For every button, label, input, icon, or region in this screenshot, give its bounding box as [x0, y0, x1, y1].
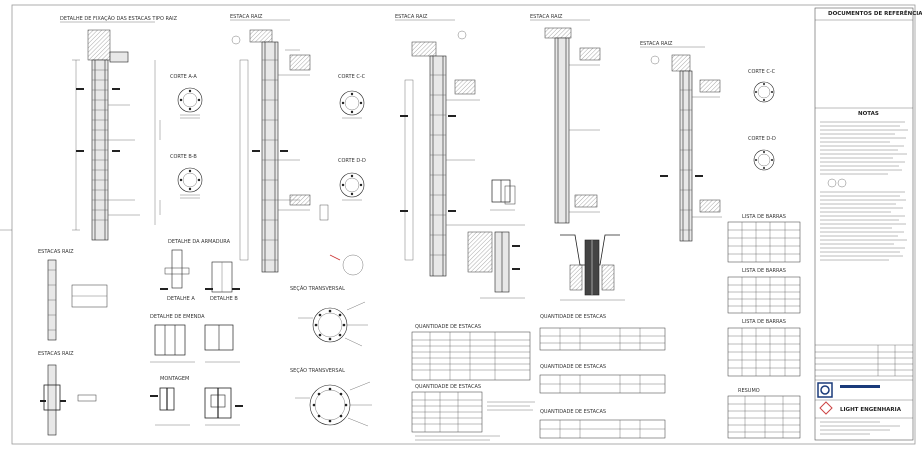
sec-transversal-title-2: SEÇÃO TRANSVERSAL — [290, 367, 345, 374]
det-emenda-title: DETALHE DE EMENDA — [150, 314, 205, 320]
detalhe-b-title: DETALHE B — [210, 296, 238, 302]
table-5: QUANTIDADE DE ESTACAS — [539, 409, 666, 439]
title-block: DOCUMENTOS DE REFERÊNCIA NOTAS — [814, 7, 922, 441]
detail-corte-e — [490, 179, 516, 211]
table-3: QUANTIDADE DE ESTACAS — [539, 314, 666, 351]
detail-cinta — [467, 224, 525, 299]
table-4-title: QUANTIDADE DE ESTACAS — [540, 364, 606, 370]
ref-docs-title: DOCUMENTOS DE REFERÊNCIA — [828, 9, 922, 17]
notes-title: NOTAS — [858, 111, 879, 117]
sec-transversal-title: SEÇÃO TRANSVERSAL — [290, 285, 345, 292]
table-4: QUANTIDADE DE ESTACAS — [539, 364, 666, 394]
detail-cuts-ab: CORTE A-A CORTE B-B — [159, 74, 203, 215]
detail-estaca-raiz-5: ESTACA RAIZ CORTE C-C CORTE D-D — [640, 41, 776, 242]
detail-3-title: ESTACA RAIZ — [395, 14, 428, 20]
detail-pile-fixation: DETALHE DE FIXAÇÃO DAS ESTACAS TIPO RAIZ — [60, 15, 178, 241]
detalhe-a-title: DETALHE A — [167, 296, 195, 302]
detail-cuts-cd: CORTE C-C CORTE D-D — [319, 74, 366, 221]
estacas-title-2: ESTACAS RAIZ — [38, 351, 74, 357]
cut-aa-title: CORTE A-A — [170, 74, 197, 80]
table-1: QUANTIDADE DE ESTACAS — [411, 324, 531, 381]
cut-dd-title: CORTE D-D — [338, 158, 366, 164]
detail-trench — [560, 234, 625, 301]
lista-barras-1: LISTA DE BARRAS — [727, 214, 801, 263]
detail-4-title: ESTACA RAIZ — [530, 14, 563, 20]
detail-secao-transversal: SEÇÃO TRANSVERSAL SEÇÃO TRANSVERSAL — [290, 254, 372, 427]
table-2-title: QUANTIDADE DE ESTACAS — [415, 384, 481, 390]
detail-montagem: MONTAGEM — [150, 376, 243, 426]
cut-dd-title-2: CORTE D-D — [748, 136, 776, 142]
detail-armadura: DETALHE DA ARMADURA DETALHE A DETALHE B — [160, 239, 240, 302]
cut-bb-title: CORTE B-B — [170, 154, 197, 160]
cut-cc-title-2: CORTE C-C — [748, 69, 776, 75]
table-3-title: QUANTIDADE DE ESTACAS — [540, 314, 606, 320]
montagem-title: MONTAGEM — [160, 376, 189, 382]
detail-estacas-left: ESTACAS RAIZ ESTACAS RAIZ — [38, 249, 108, 436]
lista-2-title: LISTA DE BARRAS — [742, 268, 786, 274]
detail-1-title: DETALHE DE FIXAÇÃO DAS ESTACAS TIPO RAIZ — [60, 15, 178, 22]
detail-5-title: ESTACA RAIZ — [640, 41, 673, 47]
detail-emenda: DETALHE DE EMENDA — [150, 314, 240, 363]
lista-3-title: LISTA DE BARRAS — [742, 319, 786, 325]
lista-1-title: LISTA DE BARRAS — [742, 214, 786, 220]
resumo-table: RESUMO — [727, 388, 801, 439]
light-logo-icon — [819, 401, 833, 415]
lista-barras-2: LISTA DE BARRAS — [727, 268, 801, 314]
resumo-title: RESUMO — [738, 388, 760, 394]
sheet-border — [11, 4, 916, 445]
company-logo — [817, 382, 833, 398]
company-name: LIGHT ENGENHARIA — [840, 407, 902, 413]
detail-2-title: ESTACA RAIZ — [230, 14, 263, 20]
estacas-title: ESTACAS RAIZ — [38, 249, 74, 255]
detail-estaca-raiz-2: ESTACA RAIZ — [230, 14, 311, 273]
lista-barras-3: LISTA DE BARRAS — [727, 319, 801, 377]
cut-cc-title: CORTE C-C — [338, 74, 366, 80]
table-1-title: QUANTIDADE DE ESTACAS — [415, 324, 481, 330]
det-armadura-title: DETALHE DA ARMADURA — [168, 239, 231, 245]
table-2: QUANTIDADE DE ESTACAS — [411, 384, 535, 441]
detail-estaca-raiz-4: ESTACA RAIZ — [530, 14, 601, 224]
table-5-title: QUANTIDADE DE ESTACAS — [540, 409, 606, 415]
detail-estaca-raiz-3: ESTACA RAIZ — [395, 14, 480, 277]
